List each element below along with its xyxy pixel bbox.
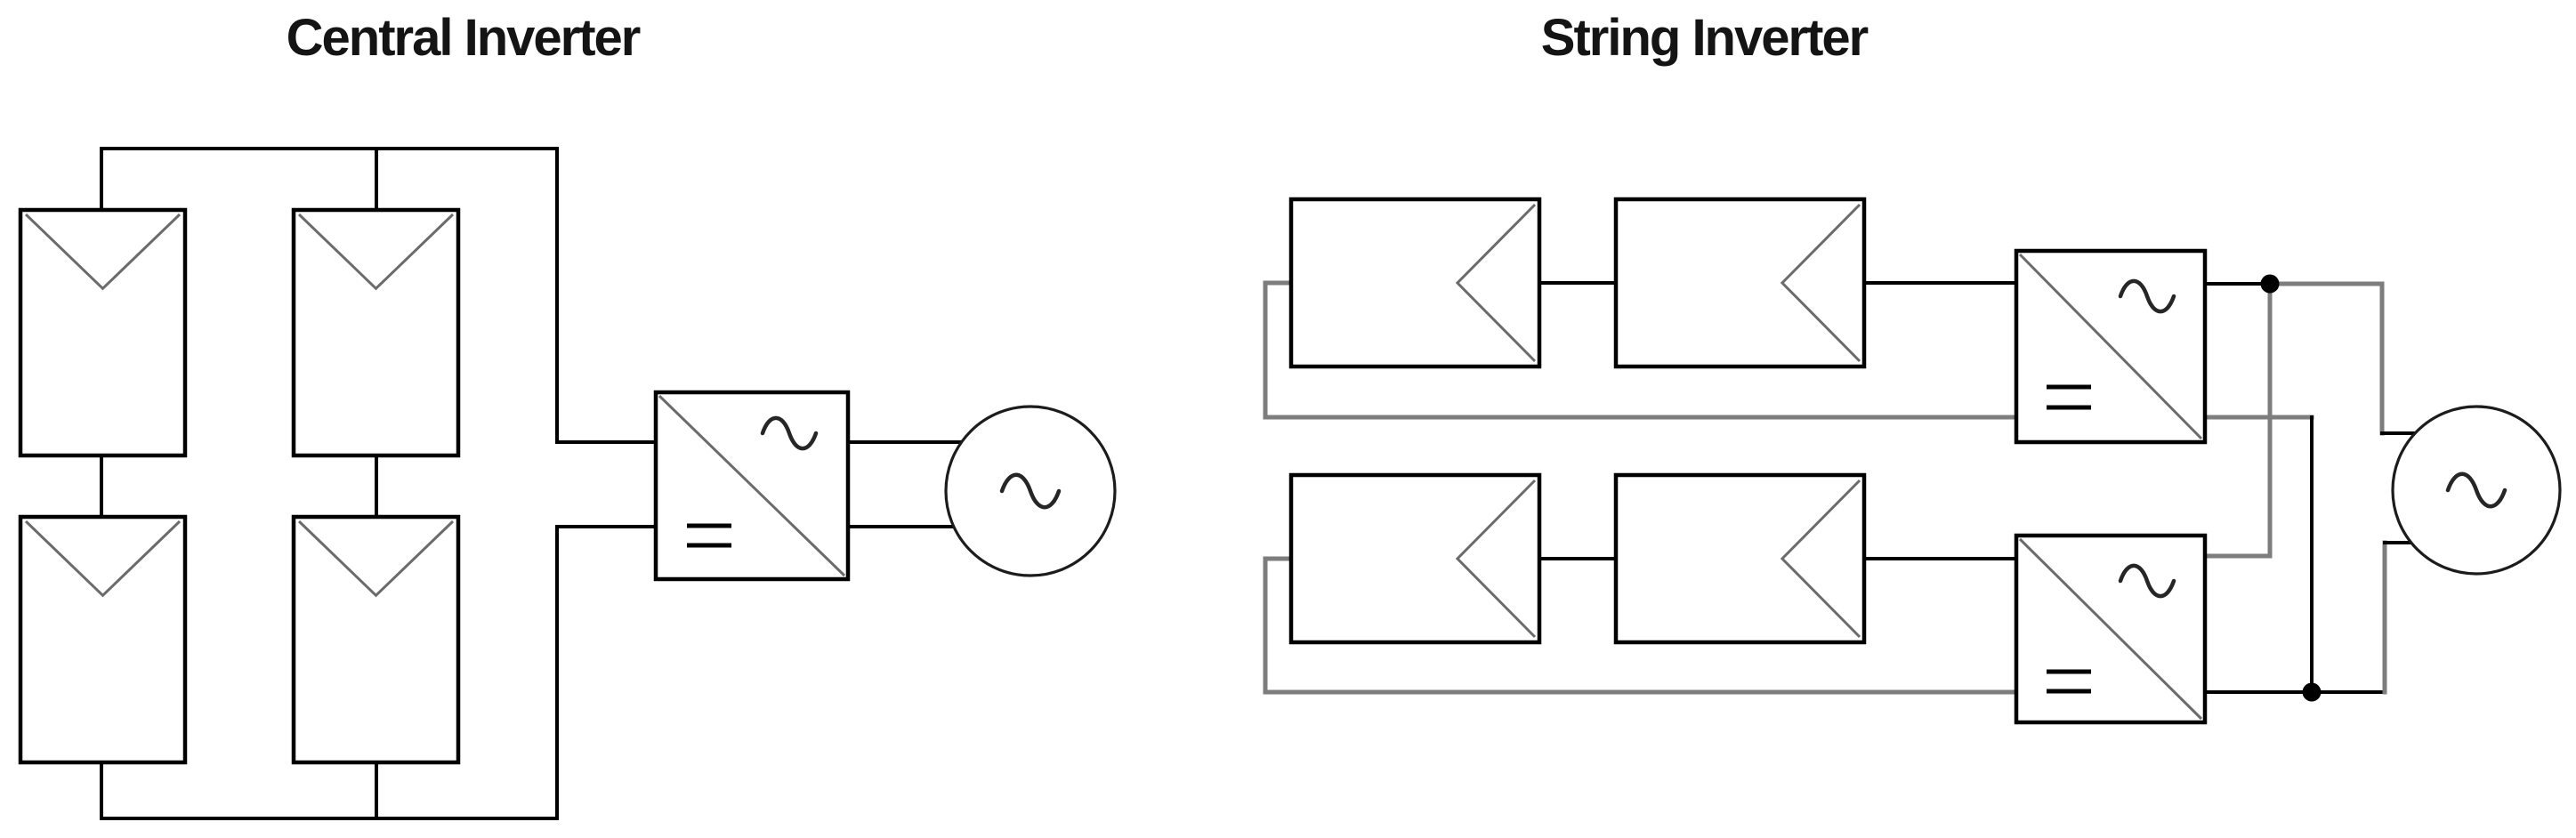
- central-panel-2: [291, 207, 461, 458]
- central-inverter-title: Central Inverter: [286, 9, 642, 67]
- dc-bars-icon: [2047, 689, 2091, 694]
- central-panel-1: [18, 207, 188, 458]
- dc-bars-icon: [687, 543, 731, 548]
- pv-chevron-icon: [1455, 203, 1537, 363]
- wire-inv2-ac-up: [2202, 281, 2273, 559]
- inverter-diagonal: [658, 394, 846, 577]
- dc-bars-icon: [2047, 669, 2091, 674]
- string-panel-1b: [1613, 197, 1867, 369]
- ac-sine-icon: [2118, 563, 2176, 599]
- ac-sine-icon: [2445, 471, 2507, 509]
- ac-sine-icon: [2118, 278, 2176, 314]
- pv-chevron-icon: [24, 213, 182, 291]
- pv-chevron-icon: [297, 520, 455, 598]
- pv-chevron-icon: [297, 213, 455, 291]
- central-panel-3: [18, 514, 188, 765]
- wire-string2-return: [1263, 556, 2019, 695]
- dc-bars-icon: [2047, 405, 2091, 410]
- string-panel-1a: [1288, 197, 1542, 369]
- wire-inv1-ac-to-grid: [2267, 281, 2385, 436]
- inverter-diagonal: [2018, 253, 2203, 440]
- dc-bars-icon: [2047, 384, 2091, 390]
- wire-central-bottom-bus: [100, 525, 658, 820]
- string-panel-2b: [1613, 472, 1867, 645]
- wire-central-top-bus: [100, 147, 658, 444]
- pv-chevron-icon: [1780, 203, 1861, 363]
- dc-bars-icon: [687, 523, 731, 528]
- pv-chevron-icon: [1455, 479, 1537, 639]
- central-panel-4: [291, 514, 461, 765]
- string-panel-2a: [1288, 472, 1542, 645]
- inverter-diagonal: [2018, 537, 2203, 721]
- wire-string1-return: [1263, 280, 2019, 420]
- pv-chevron-icon: [24, 520, 182, 598]
- pv-chevron-icon: [1780, 479, 1861, 639]
- string-inverter-title: String Inverter: [1540, 9, 1869, 67]
- junction-dot-bottom: [2302, 682, 2322, 702]
- ac-sine-icon: [999, 472, 1062, 510]
- junction-dot-top: [2260, 274, 2280, 294]
- ac-sine-icon: [760, 415, 819, 451]
